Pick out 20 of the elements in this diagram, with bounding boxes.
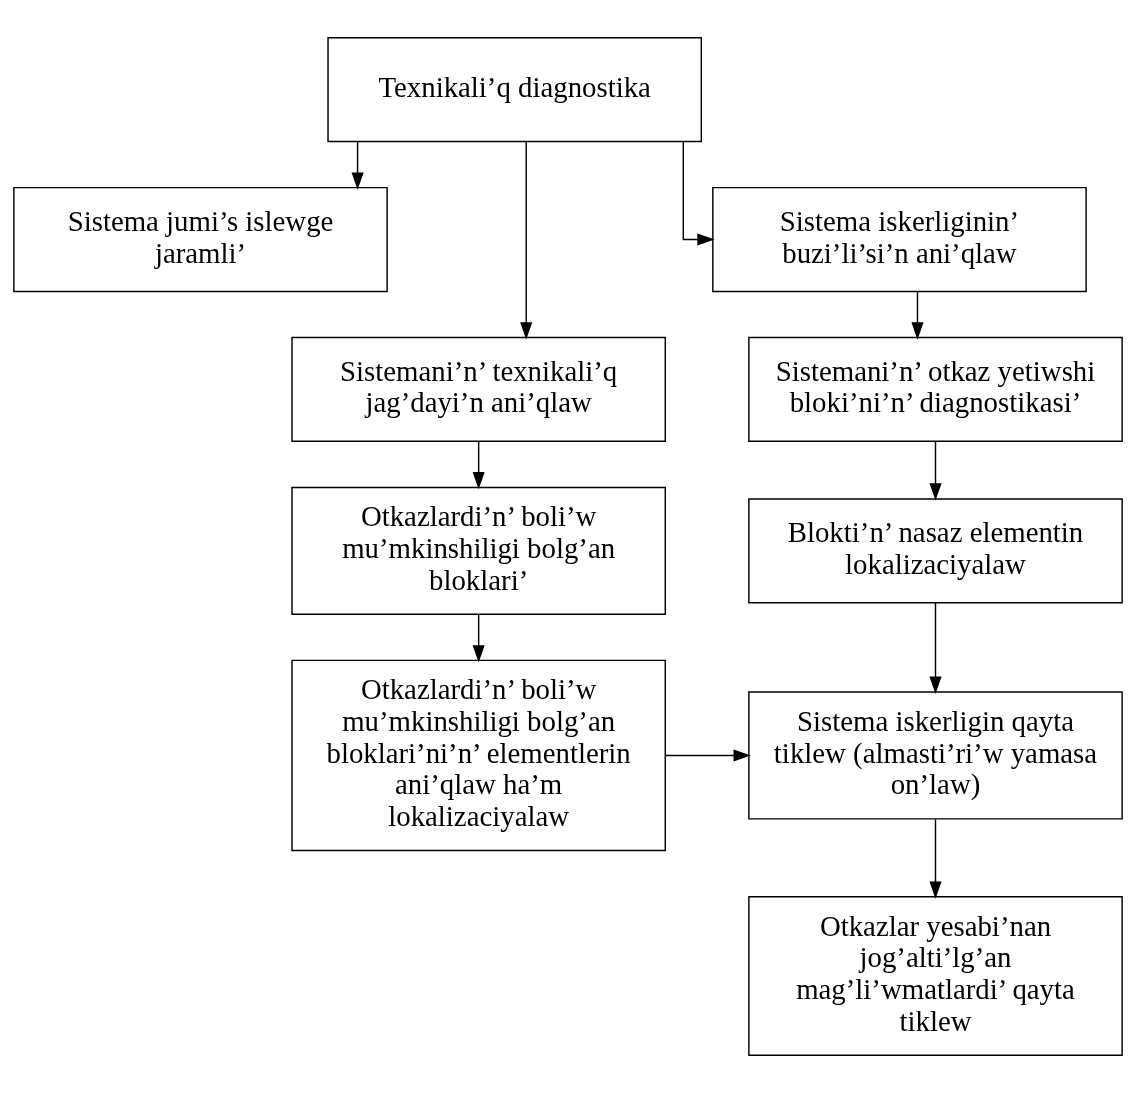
node-box: Sistema jumi’s islewge jaramli’ [13,186,388,293]
node-box: Otkazlardi’n’ boli’w mu’mkinshiligi bolg’an bloklari’ni’n’ elementlerin ani’qlaw ha’m lokalizaciyalaw [291,659,666,852]
arrow [472,440,485,490]
arrow [911,290,924,340]
arrow [929,440,942,501]
arrow [682,140,715,246]
arrow [472,613,485,663]
arrow [520,141,533,340]
node-box: Otkazlardi’n’ boli’w mu’mkinshiligi bolg’an bloklari’ [291,486,666,615]
node-box: Sistema iskerliginin’ buzi’li’si’n ani’qlaw [712,186,1087,293]
node-box: Sistemani’n’ texnikali’q jag’dayi’n ani’qlaw [291,336,666,442]
arrow [929,602,942,694]
node-box: Blokti’n’ nasaz elementin lokalizaciyalaw [748,498,1123,604]
arrow [665,749,751,762]
node-box: Texnikali’q diagnostika [327,37,703,143]
arrow [351,140,364,190]
node-box: Otkazlar yesabi’nan jog’alti’lg’an mag’li’wmatlardi’ qayta tiklew [748,896,1123,1056]
arrow [929,818,942,899]
node-box: Sistema iskerligin qayta tiklew (almasti’ri’w yamasa on’law) [748,691,1123,820]
node-box: Sistemani’n’ otkaz yetiwshi bloki’ni’n’ diagnostikasi’ [748,336,1123,442]
